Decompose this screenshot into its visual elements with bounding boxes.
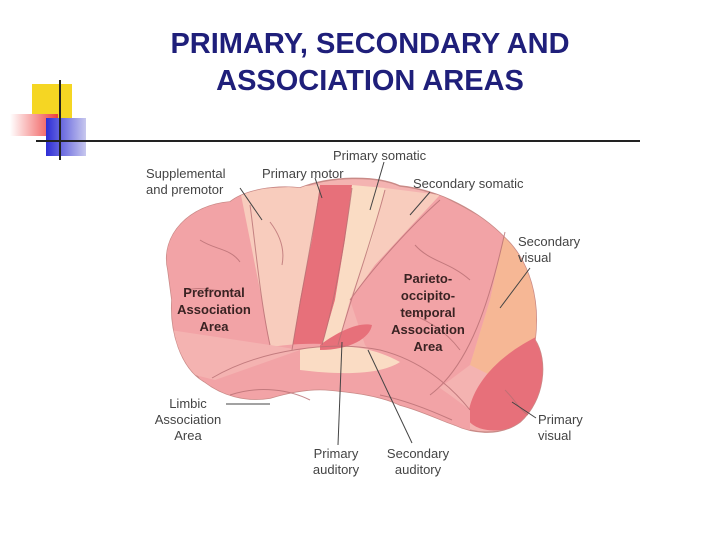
- label-parieto-line-4: Association: [391, 322, 465, 337]
- label-primary-visual-line-2: visual: [538, 428, 572, 443]
- title-line-1: PRIMARY, SECONDARY AND: [170, 28, 570, 60]
- leader-supplemental: [239, 187, 263, 221]
- label-secondary-auditory-line-1: Secondary: [386, 446, 450, 461]
- label-prefrontal: Prefrontal Association Area: [168, 284, 260, 335]
- orbital-region: [170, 330, 300, 380]
- leader-primary-somatic: [369, 161, 385, 211]
- premotor-region: [240, 185, 320, 350]
- label-secondary-auditory: Secondary auditory: [380, 446, 456, 478]
- label-limbic-line-2: Association: [154, 412, 222, 427]
- primary-visual-region: [468, 335, 543, 431]
- label-primary-visual: Primary visual: [538, 412, 583, 444]
- label-secondary-visual-line-2: visual: [518, 250, 552, 265]
- leader-primary-auditory: [337, 341, 343, 446]
- label-primary-motor: Primary motor: [262, 166, 344, 181]
- page-title: PRIMARY, SECONDARY AND ASSOCIATION AREAS: [100, 26, 640, 100]
- label-secondary-visual: Secondary visual: [518, 234, 580, 266]
- label-parieto: Parieto- occipito- temporal Association …: [382, 270, 474, 355]
- secondary-auditory-region: [300, 345, 400, 374]
- deco-horizontal-line: [36, 140, 640, 142]
- label-primary-somatic: Primary somatic: [333, 148, 427, 163]
- label-secondary-visual-line-1: Secondary: [518, 234, 581, 249]
- label-limbic-line-1: Limbic: [169, 396, 207, 411]
- label-limbic-line-3: Area: [174, 428, 202, 443]
- leader-primary-motor: [314, 177, 323, 199]
- primary-motor-region: [292, 185, 352, 350]
- leader-secondary-somatic: [409, 191, 431, 216]
- leader-primary-visual: [511, 401, 537, 419]
- label-supplemental-line-2: and premotor: [146, 182, 224, 197]
- label-parieto-line-2: occipito-: [400, 288, 456, 303]
- label-primary-auditory: Primary auditory: [304, 446, 368, 478]
- primary-auditory-region: [320, 324, 372, 350]
- label-parieto-line-3: temporal: [400, 305, 456, 320]
- label-parieto-line-1: Parieto-: [403, 271, 453, 286]
- label-supplemental-line-1: Supplemental: [146, 166, 226, 181]
- label-prefrontal-line-2: Association: [177, 302, 251, 317]
- label-primary-visual-line-1: Primary: [538, 412, 583, 427]
- label-supplemental: Supplemental and premotor: [146, 166, 226, 198]
- secondary-somatic-region: [350, 188, 440, 300]
- label-primary-auditory-line-2: auditory: [312, 462, 360, 477]
- deco-vertical-line: [59, 80, 61, 160]
- label-primary-auditory-line-1: Primary: [313, 446, 359, 461]
- prefrontal-region: [166, 190, 270, 360]
- label-secondary-auditory-line-2: auditory: [394, 462, 442, 477]
- label-parieto-line-5: Area: [413, 339, 443, 354]
- title-line-2: ASSOCIATION AREAS: [216, 65, 524, 97]
- label-prefrontal-line-3: Area: [199, 319, 229, 334]
- label-limbic: Limbic Association Area: [148, 396, 228, 444]
- label-prefrontal-line-1: Prefrontal: [183, 285, 245, 300]
- deco-blue-square: [46, 118, 86, 156]
- parieto-region: [350, 195, 505, 395]
- label-secondary-somatic: Secondary somatic: [413, 176, 524, 191]
- leader-secondary-visual: [499, 267, 531, 309]
- primary-somatic-region: [322, 185, 385, 345]
- leader-secondary-auditory: [367, 349, 413, 444]
